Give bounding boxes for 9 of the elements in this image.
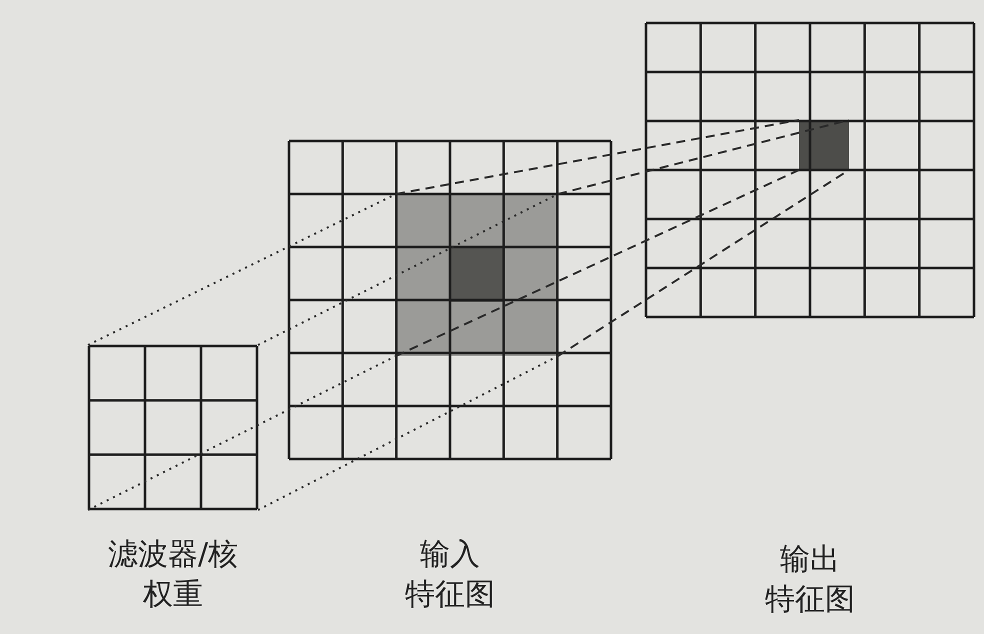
- dashed-line: [557, 169, 850, 357]
- dashed-line: [88, 355, 396, 511]
- grid-caption: 输出特征图: [764, 541, 856, 619]
- dashed-line: [396, 119, 800, 195]
- dashed-line: [258, 355, 558, 511]
- grid-caption: 滤波器/核权重: [106, 536, 240, 614]
- dashed-line: [558, 119, 850, 195]
- grid-caption: 输入特征图: [404, 536, 496, 614]
- dashed-line: [396, 169, 800, 357]
